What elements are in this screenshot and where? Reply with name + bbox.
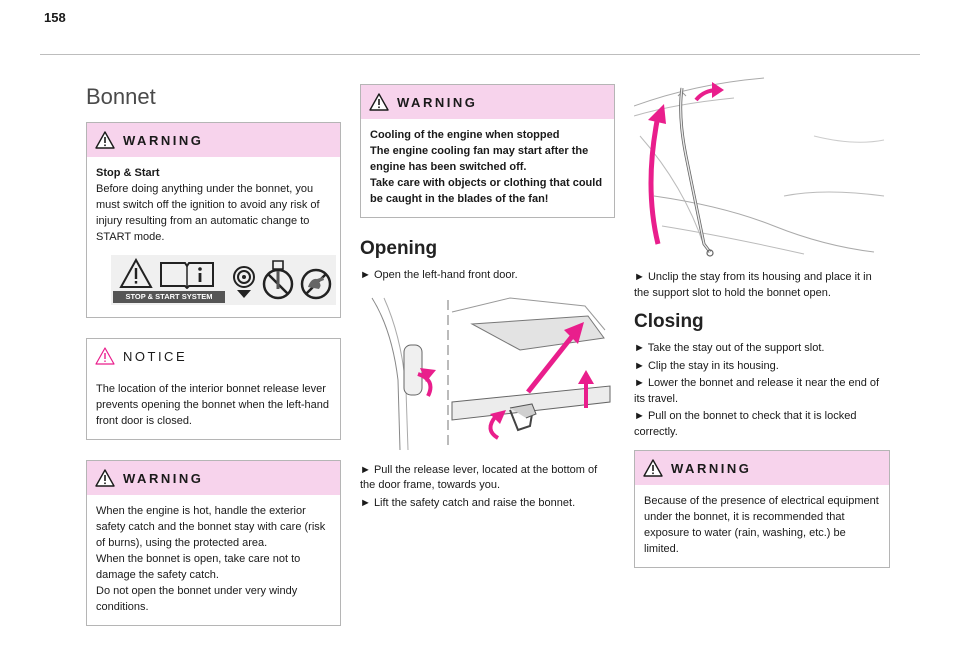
warning-box-header: WARNING (87, 123, 340, 157)
bonnet-stay-drawing (633, 77, 885, 257)
warning-label: WARNING (397, 94, 478, 110)
notice-triangle-icon (95, 347, 115, 365)
column-2: WARNING Cooling of the engine when stopp… (360, 84, 615, 513)
closing-step: ► Lower the bonnet and release it near t… (634, 377, 880, 405)
opening-step: ► Pull the release lever, located at the… (360, 463, 598, 492)
stay-step: ► Unclip the stay from its housing and p… (634, 271, 872, 299)
warning-label: WARNING (123, 470, 204, 486)
warning-line: The engine cooling fan may start after t… (370, 145, 589, 173)
header-rule (40, 54, 920, 55)
warning-box-stop-start: WARNING Stop & Start Before doing anythi… (86, 122, 341, 318)
no-tools-icon (262, 260, 294, 300)
warning-box-body: Because of the presence of electrical eq… (635, 485, 889, 567)
warning-line: Cooling of the engine when stopped (370, 129, 560, 141)
warning-line: When the engine is hot, handle the exter… (96, 505, 326, 549)
warning-triangle-icon (95, 131, 115, 149)
warning-heading: Stop & Start (96, 167, 160, 179)
warning-box-header: WARNING (87, 461, 340, 495)
closing-title: Closing (634, 311, 704, 332)
section-title: Bonnet (86, 84, 156, 109)
column-3: ► Unclip the stay from its housing and p… (633, 76, 890, 588)
warning-box-cooling-fan: WARNING Cooling of the engine when stopp… (360, 84, 615, 218)
column-1: Bonnet WARNING Stop & Start Before doing… (86, 70, 341, 646)
warning-box-body: Cooling of the engine when stopped The e… (361, 119, 614, 217)
warning-triangle-icon (643, 459, 663, 477)
release-lever-drawing (371, 296, 611, 450)
no-hand-icon (300, 268, 332, 300)
warning-box-electrical: WARNING Because of the presence of elect… (634, 450, 890, 568)
bonnet-stay-illustration (633, 76, 890, 266)
warning-box-body: Stop & Start Before doing anything under… (87, 157, 340, 317)
closing-step: ► Take the stay out of the support slot. (634, 342, 825, 354)
warning-line: Take care with objects or clothing that … (370, 177, 603, 205)
warning-label: WARNING (123, 132, 204, 148)
warning-triangle-icon (369, 93, 389, 111)
notice-label: NOTICE (123, 348, 188, 364)
notice-text: The location of the interior bonnet rele… (96, 383, 330, 427)
warning-line: When the bonnet is open, take care not t… (96, 553, 301, 581)
notice-box: NOTICE The location of the interior bonn… (86, 338, 341, 440)
notice-box-header: NOTICE (87, 339, 340, 373)
warning-box-header: WARNING (361, 85, 614, 119)
stop-start-icon-strip: STOP & START SYSTEM (111, 255, 336, 305)
warning-line: Do not open the bonnet under very windy … (96, 585, 298, 613)
warning-box-header: WARNING (635, 451, 889, 485)
warning-text: Because of the presence of electrical eq… (644, 495, 879, 555)
ignition-key-icon (233, 266, 255, 298)
opening-step: ► Open the left-hand front door. (360, 269, 518, 281)
warning-triangle-icon (119, 258, 153, 288)
closing-step: ► Pull on the bonnet to check that it is… (634, 410, 857, 438)
warning-label: WARNING (671, 460, 752, 476)
opening-title: Opening (360, 238, 438, 259)
warning-text: Before doing anything under the bonnet, … (96, 183, 320, 243)
stop-start-system-label: STOP & START SYSTEM (113, 291, 225, 303)
warning-box-hot-engine: WARNING When the engine is hot, handle t… (86, 460, 341, 626)
manual-book-icon (160, 262, 214, 289)
warning-box-body: When the engine is hot, handle the exter… (87, 495, 340, 625)
opening-step: ► Lift the safety catch and raise the bo… (360, 496, 576, 509)
page-number: 158 (44, 10, 66, 25)
notice-box-body: The location of the interior bonnet rele… (87, 373, 340, 439)
closing-step: ► Clip the stay in its housing. (634, 359, 779, 372)
warning-triangle-icon (95, 469, 115, 487)
release-lever-illustration (360, 289, 615, 455)
